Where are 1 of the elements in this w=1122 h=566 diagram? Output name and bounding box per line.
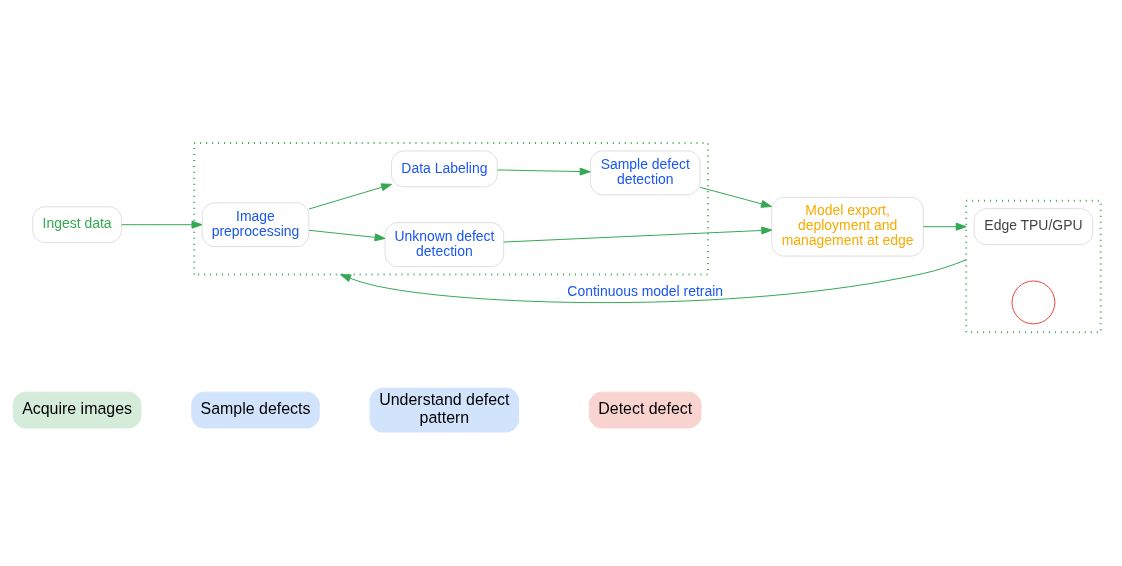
edge-label: Continuous model retrain xyxy=(567,282,724,299)
